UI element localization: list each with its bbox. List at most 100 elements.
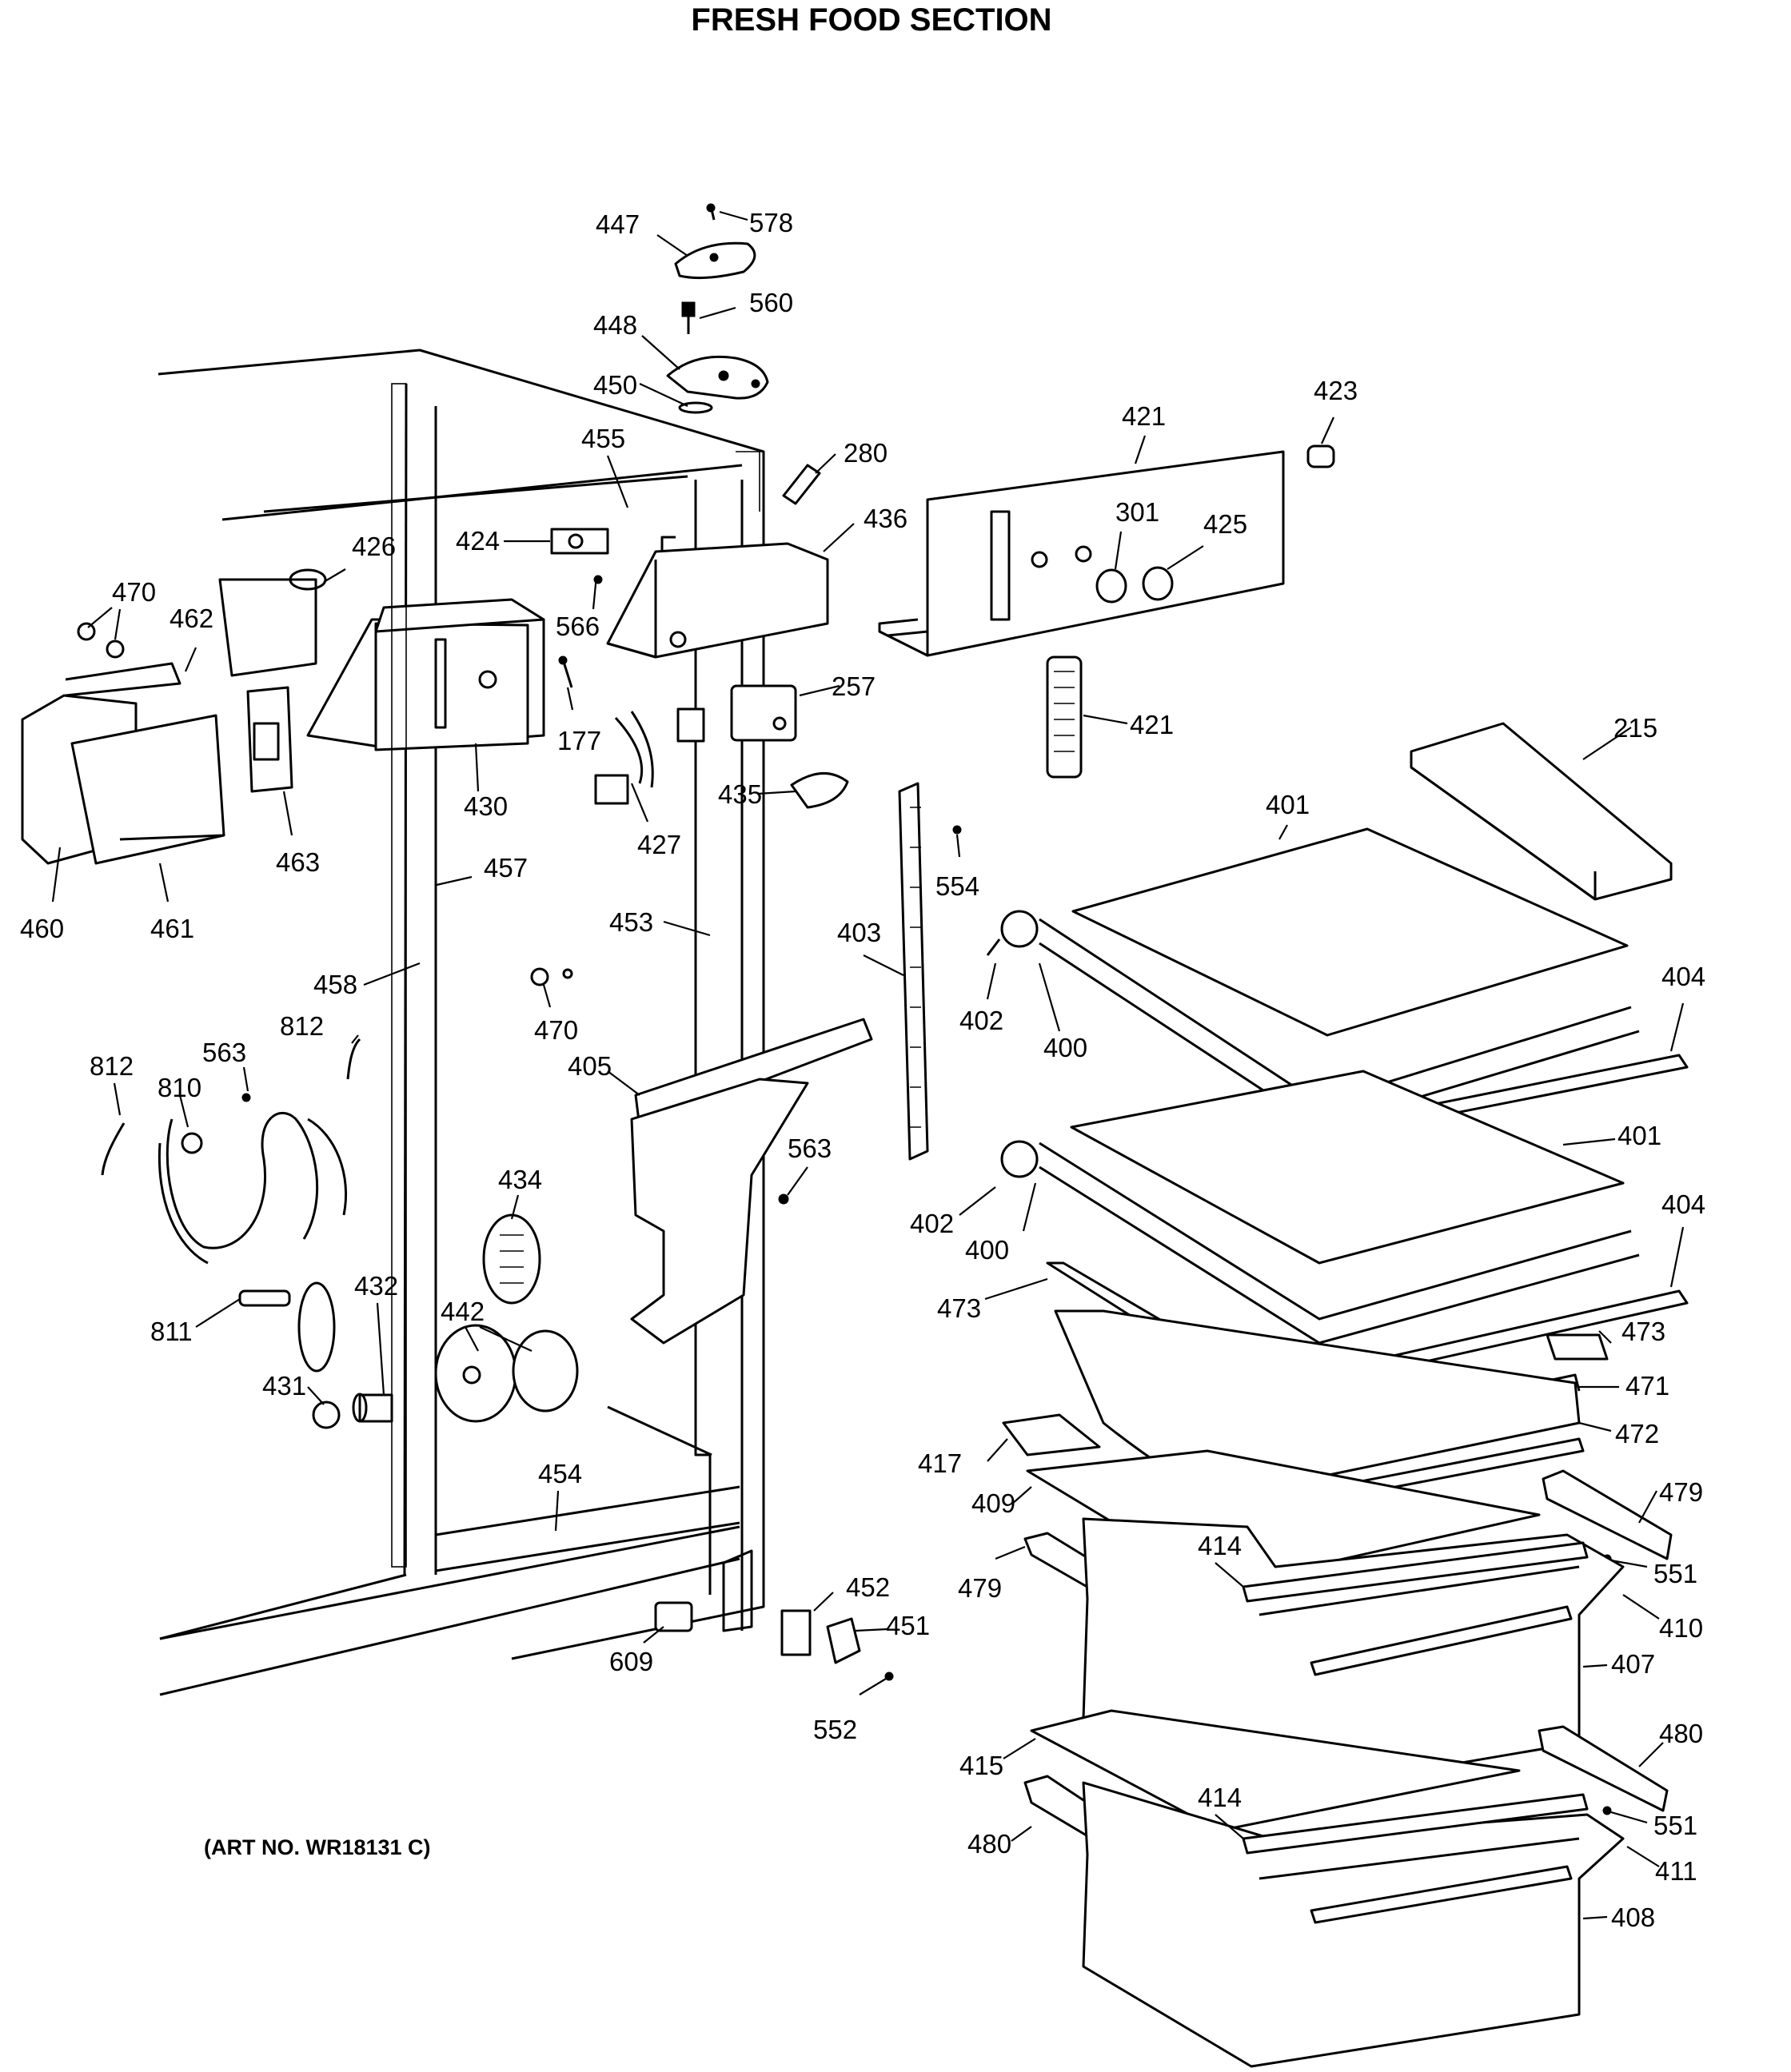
- socket-435: [790, 771, 849, 809]
- rail-417: [1002, 1413, 1101, 1456]
- drain-811: [238, 1289, 291, 1307]
- grille-421: [1046, 655, 1083, 779]
- callout-436: 436: [864, 504, 907, 533]
- callout-471: 471: [1625, 1371, 1669, 1401]
- drawer-rail-480a: [1538, 1725, 1669, 1812]
- drawer-trim-414b: [1242, 1793, 1589, 1855]
- callout-453: 453: [609, 907, 653, 937]
- screw-563b: [778, 1193, 789, 1205]
- callout-810: 810: [158, 1073, 201, 1102]
- callout-257: 257: [832, 671, 876, 701]
- tube-812b: [346, 1038, 361, 1080]
- callout-450: 450: [593, 370, 637, 400]
- callout-451: 451: [886, 1611, 930, 1640]
- screw-563a: [241, 1093, 251, 1102]
- drawer-rail-479a: [1542, 1469, 1673, 1560]
- callout-454: 454: [538, 1459, 582, 1488]
- shelf-glass-401b: [1070, 1070, 1625, 1265]
- shelf-support-403: [898, 782, 929, 1161]
- gasket-463: [246, 686, 293, 793]
- callout-423: 423: [1314, 376, 1358, 405]
- callout-427: 427: [637, 830, 681, 859]
- callout-421: 421: [1122, 401, 1166, 431]
- bushing-470b: [530, 967, 573, 986]
- shelf-glass-401a: [1071, 827, 1629, 1037]
- callout-401: 401: [1266, 790, 1310, 819]
- callout-404b: 404: [1661, 1189, 1705, 1219]
- callout-430: 430: [464, 791, 508, 821]
- callout-407: 407: [1611, 1649, 1655, 1679]
- callout-434: 434: [498, 1165, 542, 1194]
- crisper-glass-415: [1030, 1709, 1521, 1832]
- callout-280: 280: [844, 438, 888, 468]
- light-shield-436: [606, 536, 829, 659]
- callout-414b: 414: [1198, 1783, 1242, 1812]
- callout-811: 811: [150, 1317, 193, 1346]
- callout-425: 425: [1203, 509, 1247, 539]
- callout-563: 563: [202, 1038, 246, 1067]
- callout-462: 462: [170, 604, 213, 633]
- screw-560: [681, 301, 696, 334]
- callout-404: 404: [1661, 962, 1705, 991]
- callout-566: 566: [556, 612, 600, 641]
- callout-480: 480: [1659, 1719, 1703, 1748]
- oval-grommet: [297, 1281, 336, 1373]
- lamp-280: [782, 464, 821, 505]
- heater-810: [158, 1111, 348, 1265]
- control-panel-421: [878, 450, 1285, 657]
- wire-cover-457-458: [391, 383, 407, 1568]
- callout-473: 473: [937, 1293, 981, 1323]
- switch-609: [654, 1601, 693, 1632]
- hinge-plate-452: [780, 1609, 812, 1656]
- harness-427: [594, 707, 705, 805]
- callout-442: 442: [441, 1297, 485, 1326]
- callout-415: 415: [959, 1751, 1003, 1780]
- art-number: (ART NO. WR18131 C): [204, 1835, 431, 1859]
- callout-417: 417: [918, 1448, 962, 1478]
- screw-177: [558, 655, 573, 688]
- timer-257: [730, 684, 797, 742]
- duct-405: [630, 1018, 873, 1345]
- callout-457: 457: [484, 853, 528, 883]
- callout-473b: 473: [1621, 1317, 1665, 1346]
- callout-463: 463: [276, 847, 320, 877]
- switch-424: [550, 528, 609, 555]
- shelf-support-473b: [1546, 1333, 1609, 1361]
- callout-551b: 551: [1653, 1811, 1697, 1840]
- duct-460-461: [21, 694, 225, 865]
- callout-470b: 470: [534, 1015, 578, 1045]
- hinge-451: [826, 1617, 861, 1664]
- callout-410: 410: [1659, 1613, 1703, 1643]
- callout-551: 551: [1653, 1559, 1697, 1588]
- dampers-426: [218, 568, 327, 677]
- tube-812a: [101, 1122, 126, 1176]
- screw-552: [884, 1672, 894, 1681]
- callout-578: 578: [749, 208, 793, 237]
- damper-442: [434, 1324, 579, 1423]
- callout-411: 411: [1655, 1856, 1697, 1886]
- callout-609: 609: [609, 1647, 653, 1676]
- callout-414: 414: [1198, 1531, 1242, 1560]
- callout-421b: 421: [1130, 710, 1174, 739]
- screw-578: [706, 203, 716, 221]
- callout-448: 448: [593, 310, 637, 340]
- callout-401b: 401: [1617, 1121, 1661, 1150]
- hinge-448: [666, 355, 769, 400]
- callout-402: 402: [959, 1006, 1003, 1035]
- callout-560: 560: [749, 288, 793, 317]
- callout-432: 432: [354, 1271, 398, 1301]
- drawer-408: [1082, 1781, 1625, 2068]
- callout-460: 460: [20, 914, 64, 943]
- callout-479: 479: [1659, 1477, 1703, 1507]
- hinge-cover-447: [674, 241, 756, 280]
- bushing-470a: [77, 622, 125, 659]
- knob-425: [1142, 566, 1174, 601]
- lamp-423: [1306, 444, 1335, 468]
- drawer-trim-414a: [1242, 1541, 1589, 1603]
- callout-552: 552: [813, 1715, 857, 1744]
- callout-812b: 812: [90, 1051, 134, 1081]
- callout-447: 447: [596, 209, 640, 239]
- callout-435: 435: [718, 779, 762, 809]
- bin-215: [1410, 722, 1673, 901]
